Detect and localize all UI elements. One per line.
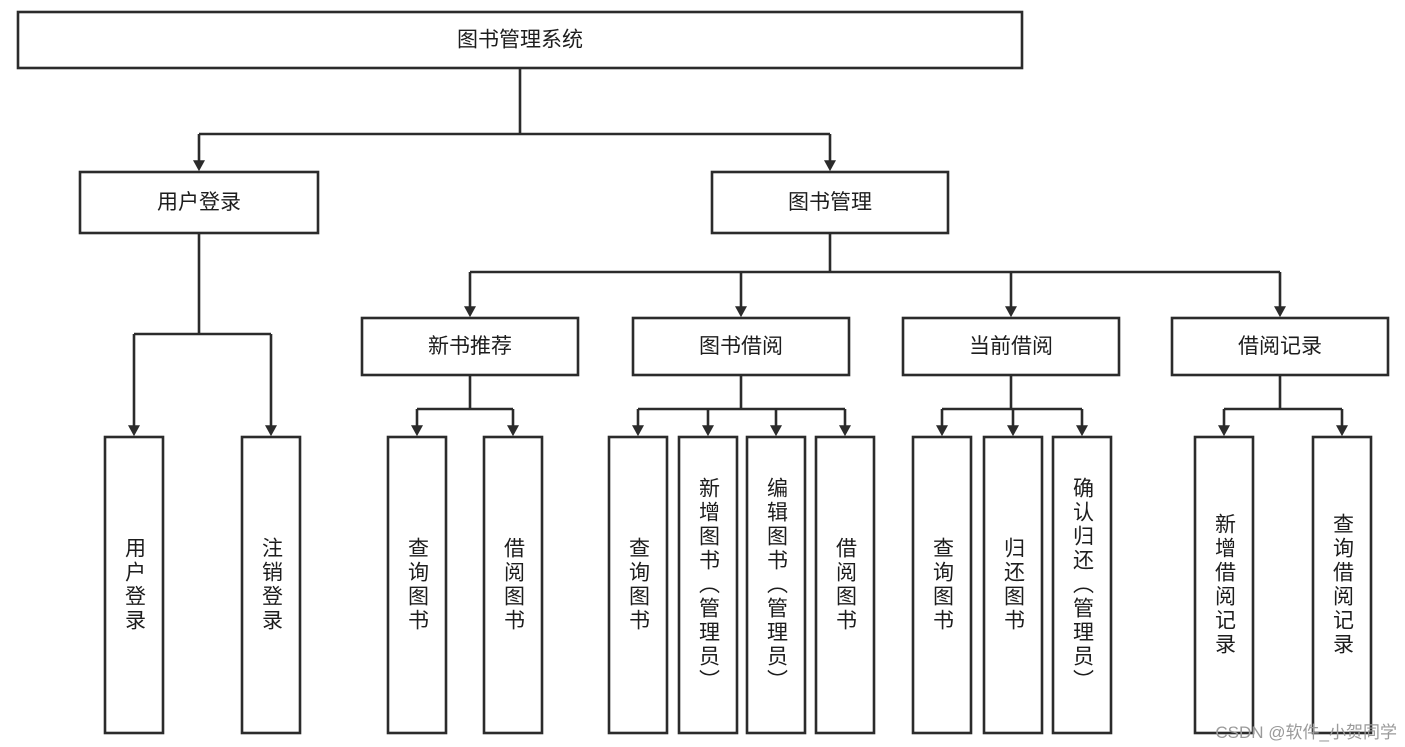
node-label-borrow-records: 借阅记录: [1238, 335, 1322, 358]
node-box-leaf-query-book-current: [911, 435, 973, 735]
node-label-user-login: 用户登录: [157, 191, 241, 214]
node-box-leaf-borrow-book: [814, 435, 876, 735]
node-box-leaf-user-login: [103, 435, 165, 735]
node-box-leaf-confirm-return-admin: [1051, 435, 1113, 735]
node-box-leaf-query-borrow-record: [1311, 435, 1373, 735]
node-label-new-book-recommend: 新书推荐: [428, 335, 512, 358]
node-box-leaf-return-book: [982, 435, 1044, 735]
node-label-book-management: 图书管理: [788, 191, 872, 214]
node-label-current-borrow: 当前借阅: [969, 335, 1053, 358]
node-box-current-borrow: [901, 316, 1121, 377]
node-box-leaf-borrow-book-recommend: [482, 435, 544, 735]
watermark-text: CSDN @软件_小贺同学: [1215, 723, 1397, 742]
node-box-root: [16, 10, 1024, 70]
node-label-root: 图书管理系统: [457, 29, 583, 52]
node-box-leaf-edit-book-admin: [745, 435, 807, 735]
node-box-leaf-add-book-admin: [677, 435, 739, 735]
node-box-new-book-recommend: [360, 316, 580, 377]
node-box-leaf-add-borrow-record: [1193, 435, 1255, 735]
node-box-leaf-logout: [240, 435, 302, 735]
node-box-user-login: [78, 170, 320, 235]
node-label-book-borrow: 图书借阅: [699, 335, 783, 358]
node-box-leaf-query-book-recommend: [386, 435, 448, 735]
node-box-leaf-query-book-borrow: [607, 435, 669, 735]
